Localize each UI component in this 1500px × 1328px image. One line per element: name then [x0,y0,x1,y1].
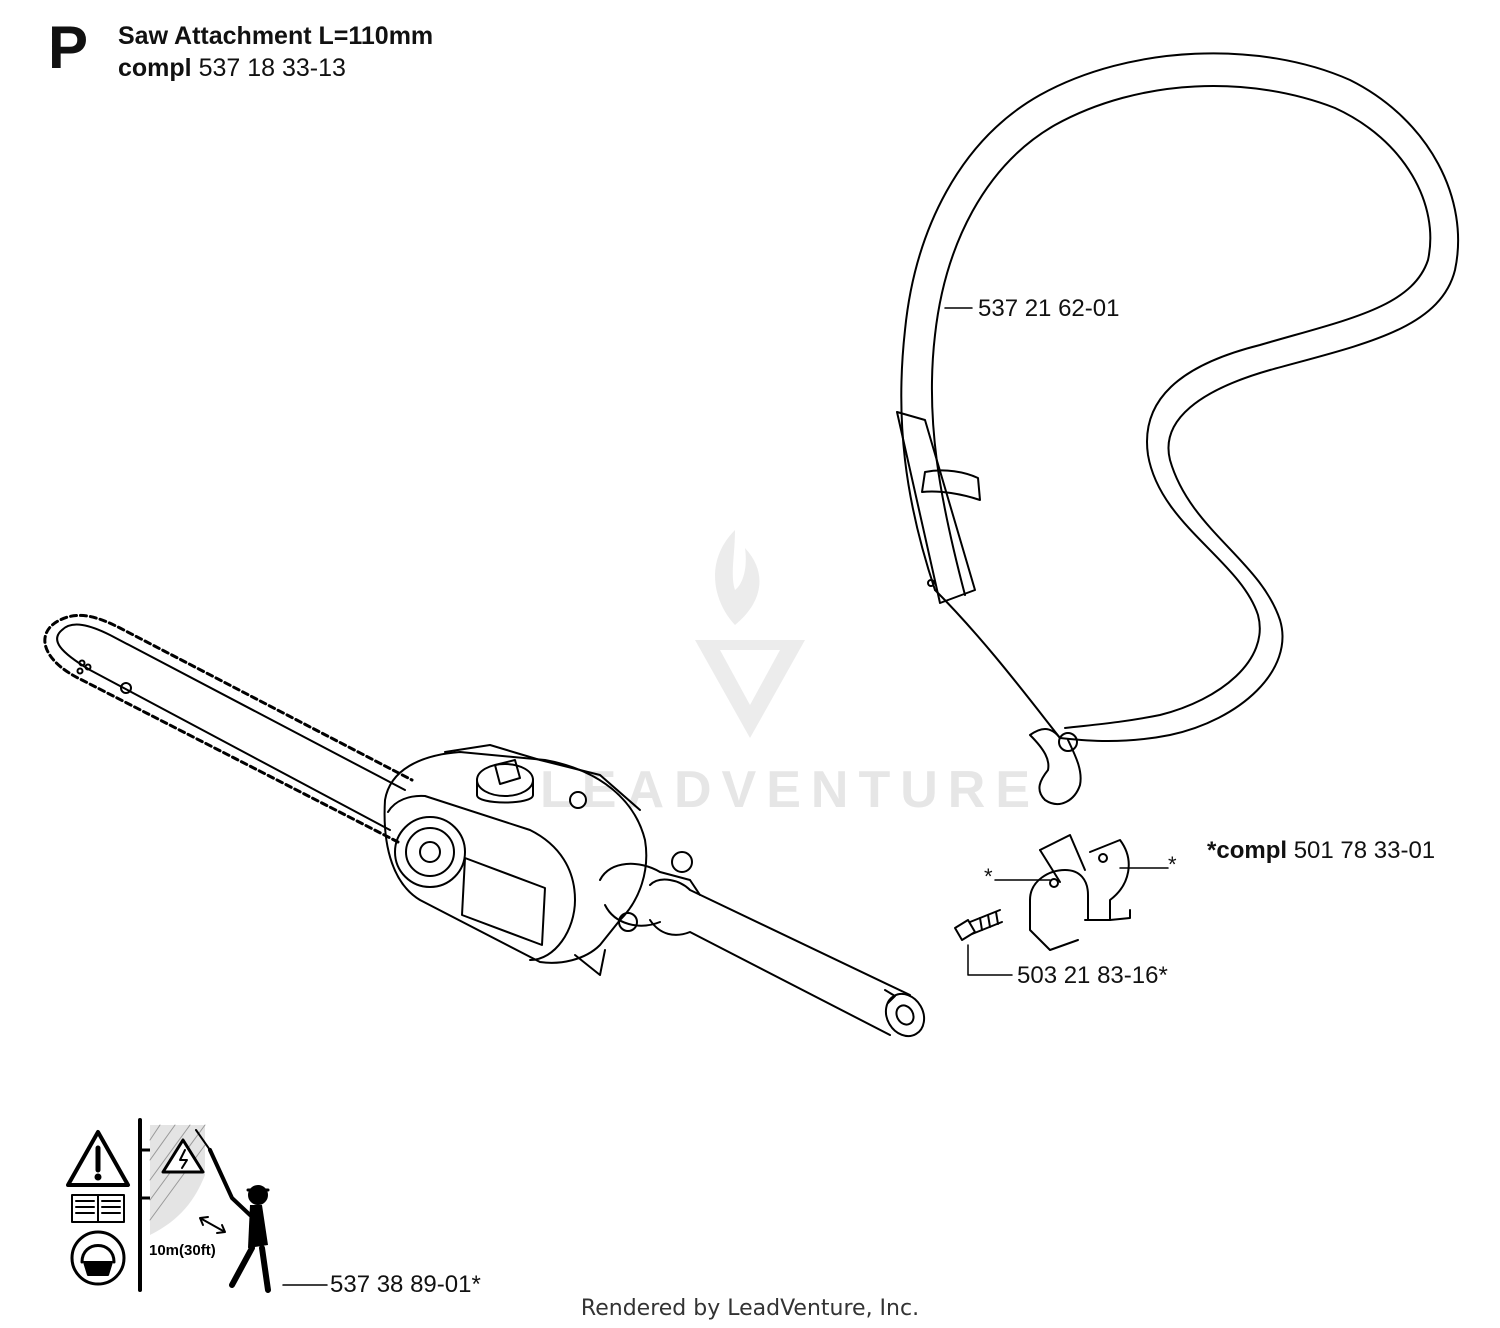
compl-word: compl [118,54,192,82]
warning-decal [66,1118,271,1293]
compl-line: compl 537 18 33-13 [118,52,433,84]
label-bracket-kit: *compl 501 78 33-01 [1207,839,1435,863]
bracket-kit-prefix: *compl [1207,837,1288,864]
title-text: Saw Attachment L=110mm [118,22,434,50]
decal-distance-label: 10m(30ft) [149,1242,216,1259]
asterisk-left: * [984,864,993,889]
bracket-kit-number: 501 78 33-01 [1293,837,1436,864]
label-screw: 503 21 83-16* [1017,962,1168,989]
shaft-tube [599,851,926,1038]
section-letter: P [48,14,89,81]
label-decal: 537 38 89-01* [330,1271,481,1298]
saw-bar-chain [43,613,414,844]
diagram-title: Saw Attachment L=110mm compl 537 18 33-1… [118,20,433,84]
compl-number: 537 18 33-13 [198,54,346,82]
footer-credit: Rendered by LeadVenture, Inc. [580,1296,920,1321]
label-harness: 537 21 62-01 [978,295,1120,322]
gear-housing [383,744,648,976]
hanger-bracket [954,834,1131,951]
leader-lines [282,307,1169,1286]
watermark-text: LEADVENTURE [540,761,1041,819]
watermark-logo [695,530,805,738]
harness-strap [896,52,1460,805]
asterisk-right: * [1168,852,1177,877]
